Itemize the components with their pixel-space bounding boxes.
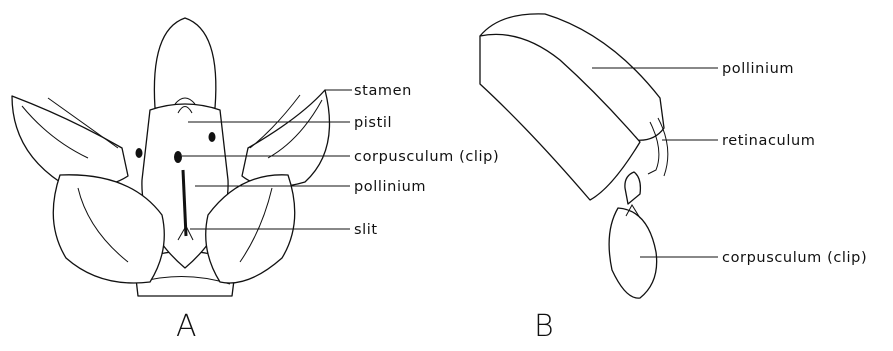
panel-letter-a: A: [176, 309, 197, 344]
pollinarium-illustration: [480, 14, 668, 298]
label-slit: slit: [354, 222, 378, 238]
label-pollinium-b: pollinium: [722, 61, 794, 77]
panel-letter-b: B: [534, 309, 554, 344]
label-corpusculum-a: corpusculum (clip): [354, 149, 499, 165]
flower-illustration: [12, 18, 330, 296]
label-retinaculum: retinaculum: [722, 133, 815, 149]
label-pollinium-a: pollinium: [354, 179, 426, 195]
label-corpusculum-b: corpusculum (clip): [722, 250, 867, 266]
label-pistil: pistil: [354, 115, 392, 131]
label-stamen: stamen: [354, 83, 412, 99]
